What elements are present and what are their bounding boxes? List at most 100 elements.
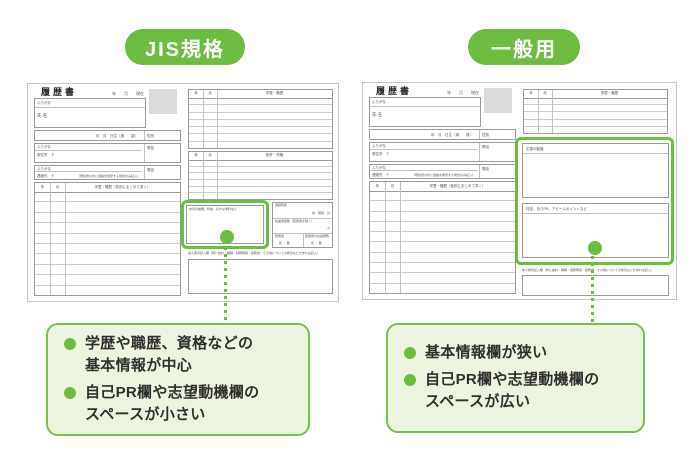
- note-item: 自己PR欄や志望動機欄の スペースが広い: [404, 369, 627, 414]
- note-item: 学歴や職歴、資格などの 基本情報が中心: [64, 333, 292, 378]
- phone-label: 電話: [482, 167, 489, 171]
- notes-box-general: 基本情報欄が狭い 自己PR欄や志望動機欄の スペースが広い: [386, 323, 645, 433]
- table-row: [189, 127, 332, 135]
- table-row: [370, 201, 515, 212]
- education-table-page1: 年 月 学歴・職歴（各別にまとめて書く）: [34, 182, 181, 296]
- table-row: [370, 253, 515, 264]
- education-table-page2: 年 月 学歴・職歴: [188, 89, 333, 149]
- spouse-support-label: 配偶者の扶養義務: [305, 234, 330, 238]
- col-month: 月: [208, 91, 212, 96]
- col-year: 年: [40, 184, 45, 189]
- table-row: [35, 275, 180, 286]
- table-row: [370, 222, 515, 233]
- birth-row: 年 月 日生（満 歳） 性別: [34, 130, 181, 141]
- note-text: 自己PR欄や志望動機欄の スペースが小さい: [85, 383, 260, 424]
- furigana-label: ふりがな: [37, 145, 51, 149]
- contact-box: ふりがな 連絡先 〒 （現住所以外に連絡を希望する場合のみ記入） 電話: [34, 165, 181, 180]
- table-row: [189, 193, 332, 199]
- note-text: 基本情報欄が狭い: [425, 344, 548, 362]
- table-row: [189, 113, 332, 120]
- table-row: [35, 265, 180, 276]
- col-education: 学歴・職歴: [600, 91, 619, 96]
- table-row: [35, 202, 180, 213]
- pr-label-general: 特技、自己PR、アピールポイントなど: [526, 207, 587, 211]
- table-row: [189, 120, 332, 128]
- table-row: [524, 105, 667, 113]
- education-table-page1: 年 月 学歴・職歴（各別にまとめて書く）: [369, 181, 516, 294]
- address-box: ふりがな 現住所 〒 電話: [369, 142, 516, 162]
- furigana-label: ふりがな: [37, 101, 51, 105]
- table-row: [35, 244, 180, 255]
- table-row: [370, 284, 515, 293]
- address-box: ふりがな 現住所 〒 電話: [34, 143, 181, 163]
- wish-note: 本人希望記入欄（特に給料・職種・勤務時間・勤務地・その他についての希望などがあれ…: [522, 268, 654, 272]
- highlight-box-general: [515, 137, 674, 265]
- bullet-icon: [404, 347, 416, 360]
- resume-date-note: 年 月 現在: [112, 91, 144, 96]
- photo-placeholder: [149, 89, 177, 114]
- badge-general: 一般用: [468, 29, 580, 65]
- table-row: [35, 254, 180, 265]
- table-row: [35, 234, 180, 245]
- spouse-label: 配偶者: [275, 234, 285, 238]
- address-label: 現住所 〒: [372, 152, 390, 156]
- col-month: 月: [208, 153, 212, 158]
- connector-line-jis: [224, 247, 227, 323]
- table-row: [189, 167, 332, 174]
- bullet-icon: [64, 386, 76, 399]
- table-row: [35, 286, 180, 295]
- table-row: [189, 105, 332, 113]
- gender-label: 性別: [482, 133, 489, 137]
- table-row: [370, 191, 515, 202]
- badge-jis-label: JIS規格: [144, 38, 226, 61]
- col-month: 月: [55, 184, 60, 189]
- spouse-choice: 有 ・ 無: [311, 241, 322, 245]
- contact-note: （現住所以外に連絡を希望する場合のみ記入）: [77, 174, 141, 178]
- col-education: 学歴・職歴: [265, 91, 284, 96]
- col-year: 年: [375, 183, 380, 188]
- license-table: 年 月 免許・資格: [188, 151, 333, 200]
- notes-box-jis: 学歴や職歴、資格などの 基本情報が中心 自己PR欄や志望動機欄の スペースが小さ…: [46, 323, 310, 436]
- photo-placeholder: [484, 88, 512, 113]
- resume-jis: 履歴書 年 月 現在 ふりがな 氏 名 年 月 日生（満 歳） 性別 ふりがな …: [27, 83, 339, 302]
- table-row: [370, 263, 515, 274]
- bullet-icon: [404, 373, 416, 386]
- dependents-label: 扶養家族数（配偶者を除く）: [275, 219, 315, 223]
- col-education: 学歴・職歴（各別にまとめて書く）: [429, 183, 486, 188]
- table-row: [189, 134, 332, 142]
- motivation-label-general: 志望の動機: [526, 147, 544, 151]
- table-row: [370, 273, 515, 284]
- table-row: [370, 242, 515, 253]
- col-year: 年: [194, 91, 198, 96]
- wish-box: [188, 259, 333, 294]
- note-item: 自己PR欄や志望動機欄の スペースが小さい: [64, 382, 292, 427]
- col-licenses: 免許・資格: [265, 153, 284, 158]
- resume-general: 履歴書 年 月 現在 ふりがな 氏 名 年 月 日生（満 歳） 性別 ふりがな …: [362, 82, 677, 300]
- name-box: ふりがな 氏 名: [34, 98, 146, 128]
- table-row: [189, 187, 332, 194]
- note-text: 学歴や職歴、資格などの 基本情報が中心: [85, 334, 254, 375]
- furigana-label: ふりがな: [372, 166, 386, 170]
- contact-label: 連絡先 〒: [372, 173, 390, 177]
- furigana-label: ふりがな: [37, 167, 51, 171]
- motivation-box-general: 志望の動機: [522, 143, 669, 198]
- table-row: [35, 223, 180, 234]
- table-row: [189, 98, 332, 106]
- furigana-label: ふりがな: [372, 100, 386, 104]
- gender-label: 性別: [147, 134, 154, 138]
- bullet-icon: [64, 337, 76, 350]
- connector-dot-jis: [220, 230, 234, 244]
- connector-line-general: [591, 256, 594, 323]
- wish-box: [522, 275, 669, 296]
- name-box: ふりがな 氏 名: [369, 97, 481, 127]
- table-row: [189, 180, 332, 187]
- connector-dot-general: [588, 241, 602, 255]
- birth-note: 年 月 日生（満 歳）: [96, 134, 138, 138]
- contact-note: （現住所以外に連絡を希望する場合のみ記入）: [412, 173, 476, 177]
- phone-label: 電話: [147, 168, 154, 172]
- table-row: [35, 192, 180, 203]
- table-row: [524, 127, 667, 133]
- col-year: 年: [529, 91, 533, 96]
- education-table-page2: 年 月 学歴・職歴: [523, 89, 668, 134]
